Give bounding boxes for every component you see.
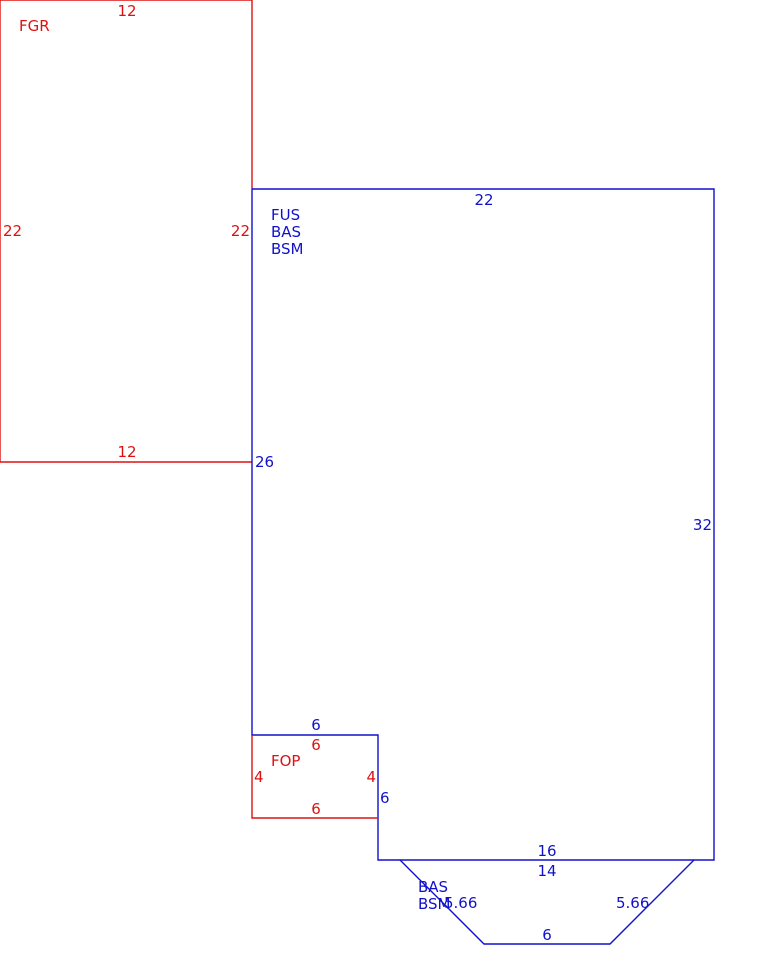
main-code-label-3: BSM [271, 240, 304, 258]
main-notch-side-dimension: 6 [380, 789, 390, 807]
garage-code-label: FGR [19, 17, 50, 35]
bay-left-diagonal-dimension: 5.66 [444, 894, 477, 912]
bay-right-diagonal-dimension: 5.66 [616, 894, 649, 912]
porch-code-label: FOP [271, 752, 300, 770]
garage-outline [0, 0, 253, 463]
porch-bottom-dimension: 6 [311, 800, 321, 818]
porch-right-dimension: 4 [366, 768, 376, 786]
main-top-dimension: 22 [474, 191, 493, 209]
porch-left-dimension: 4 [254, 768, 264, 786]
porch-area: FOP 6 4 4 6 [251, 735, 378, 819]
garage-left-dimension: 22 [3, 222, 22, 240]
main-area: FUS BAS BSM 22 26 32 6 6 16 [251, 188, 715, 861]
bay-code-label-2: BSM [418, 895, 451, 913]
garage-bottom-dimension: 12 [117, 443, 136, 461]
porch-outline [251, 735, 378, 819]
main-right-dimension: 32 [693, 516, 712, 534]
porch-top-dimension: 6 [311, 736, 321, 754]
main-notch-top-dimension: 6 [311, 716, 321, 734]
main-outline [251, 188, 715, 861]
bay-code-label-1: BAS [418, 878, 448, 896]
garage-top-dimension: 12 [117, 2, 136, 20]
bay-bottom-dimension: 6 [542, 926, 552, 944]
main-code-label-2: BAS [271, 223, 301, 241]
garage-area: FGR 12 22 22 12 [0, 0, 253, 463]
garage-right-dimension: 22 [231, 222, 250, 240]
main-bottom-dimension: 16 [537, 842, 556, 860]
main-code-label-1: FUS [271, 206, 300, 224]
bay-outline [399, 859, 695, 945]
bay-top-dimension: 14 [537, 862, 556, 880]
bay-area: BAS BSM 14 5.66 5.66 6 [399, 859, 695, 945]
main-left-dimension: 26 [255, 453, 274, 471]
